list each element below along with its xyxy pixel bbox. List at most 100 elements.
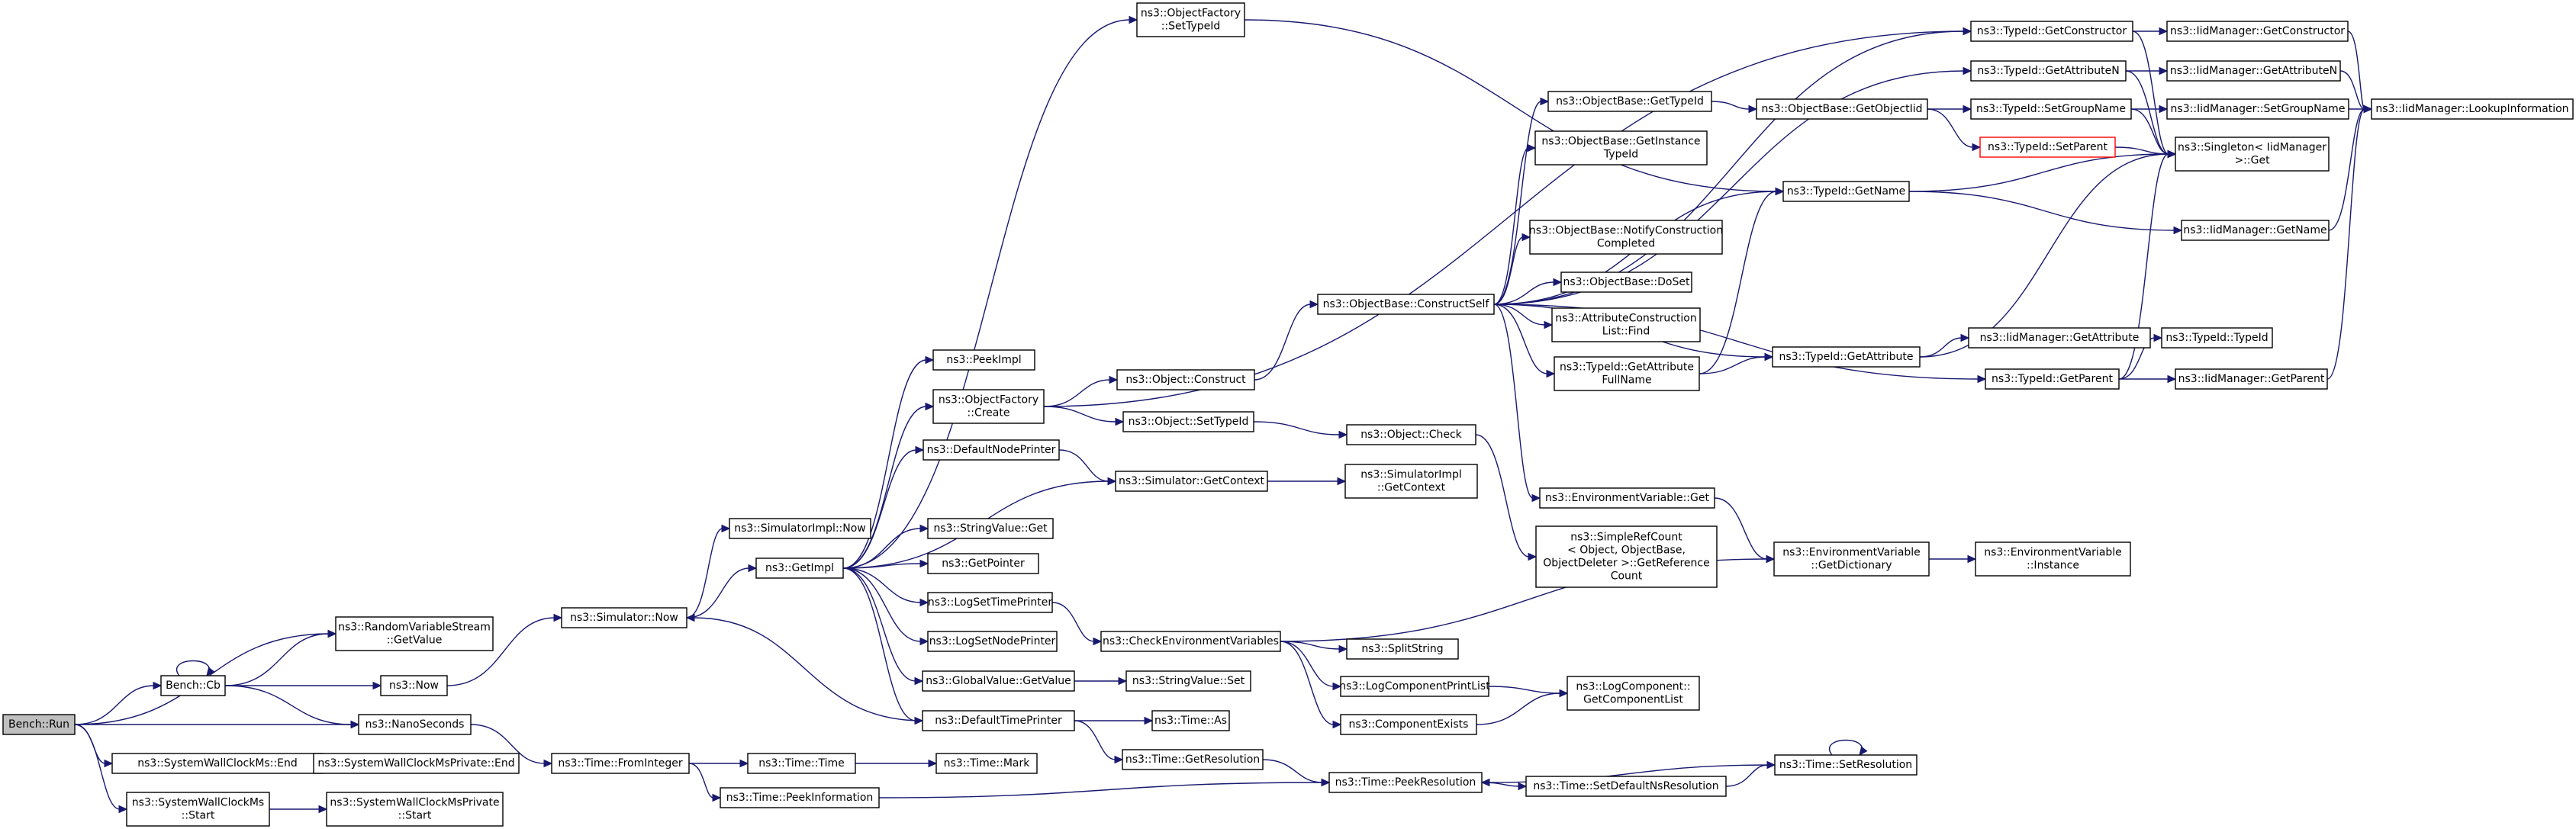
node-splitstring[interactable]: ns3::SplitString [1346, 638, 1459, 660]
node-box[interactable] [922, 710, 1075, 731]
node-box[interactable] [358, 714, 472, 735]
node-box[interactable] [1551, 307, 1701, 342]
node-envvar-getdict[interactable]: ns3::EnvironmentVariable::GetDictionary [1773, 541, 1930, 577]
node-box[interactable] [935, 753, 1038, 774]
node-sv-get[interactable]: ns3::StringValue::Get [927, 518, 1054, 539]
node-box[interactable] [1968, 327, 2151, 349]
node-box[interactable] [927, 631, 1058, 652]
node-rvs-getvalue[interactable]: ns3::RandomVariableStream::GetValue [335, 616, 494, 651]
node-checkenv[interactable]: ns3::CheckEnvironmentVariables [1100, 631, 1281, 652]
node-box[interactable] [1115, 471, 1268, 492]
node-box[interactable] [1970, 21, 2133, 42]
node-box[interactable] [1567, 676, 1700, 711]
node-ob-gettypeid[interactable]: ns3::ObjectBase::GetTypeId [1547, 91, 1712, 112]
node-logcomp-getlist[interactable]: ns3::LogComponent::GetComponentList [1567, 676, 1700, 711]
node-box[interactable] [729, 518, 871, 539]
node-box[interactable] [1122, 749, 1264, 770]
node-compexists[interactable]: ns3::ComponentExists [1340, 714, 1477, 735]
node-swcp-end[interactable]: ns3::SystemWallClockMsPrivate::End [313, 753, 520, 774]
node-of-create[interactable]: ns3::ObjectFactory::Create [932, 389, 1045, 424]
node-simplerefcount[interactable]: ns3::SimpleRefCount< Object, ObjectBase,… [1535, 525, 1718, 588]
node-nanoseconds[interactable]: ns3::NanoSeconds [358, 714, 472, 735]
node-obj-check[interactable]: ns3::Object::Check [1346, 424, 1476, 445]
node-box[interactable] [1122, 411, 1254, 432]
node-box[interactable] [932, 389, 1045, 424]
node-box[interactable] [2166, 98, 2349, 120]
node-box[interactable] [1782, 181, 1910, 202]
node-box[interactable] [1529, 220, 1723, 255]
node-box[interactable] [1774, 754, 1918, 776]
node-box[interactable] [1346, 424, 1476, 445]
node-tid-setgroupname[interactable]: ns3::TypeId::SetGroupName [1970, 98, 2132, 120]
node-box[interactable] [1340, 714, 1477, 735]
node-box[interactable] [1547, 91, 1712, 112]
node-box[interactable] [1970, 60, 2127, 82]
node-box[interactable] [720, 787, 880, 808]
node-iid-getparent[interactable]: ns3::IidManager::GetParent [2175, 368, 2328, 390]
node-box[interactable] [126, 792, 270, 827]
node-envvar-get[interactable]: ns3::EnvironmentVariable::Get [1539, 487, 1715, 509]
node-swc-end[interactable]: ns3::SystemWallClockMs::End [111, 753, 324, 774]
node-ob-getobjectiid[interactable]: ns3::ObjectBase::GetObjectIid [1756, 98, 1928, 120]
node-time-setdefnsres[interactable]: ns3::Time::SetDefaultNsResolution [1525, 776, 1727, 797]
node-tid-getattribute[interactable]: ns3::TypeId::GetAttribute [1772, 346, 1921, 368]
node-box[interactable] [755, 557, 844, 579]
node-box[interactable] [927, 553, 1039, 574]
node-tid-getattributen[interactable]: ns3::TypeId::GetAttributeN [1970, 60, 2127, 82]
node-box[interactable] [747, 753, 856, 774]
node-tid-getconstructor[interactable]: ns3::TypeId::GetConstructor [1970, 21, 2133, 42]
node-time-getres[interactable]: ns3::Time::GetResolution [1122, 749, 1264, 770]
node-gv-getvalue[interactable]: ns3::GlobalValue::GetValue [922, 670, 1075, 692]
node-box[interactable] [1554, 356, 1700, 391]
node-box[interactable] [551, 753, 690, 774]
node-now[interactable]: ns3::Now [380, 675, 448, 696]
node-logsettimeprinter[interactable]: ns3::LogSetTimePrinter [927, 592, 1053, 613]
node-obj-construct[interactable]: ns3::Object::Construct [1116, 369, 1255, 390]
node-box[interactable] [1317, 294, 1495, 315]
node-box[interactable] [1328, 772, 1483, 793]
node-box[interactable] [335, 616, 494, 651]
node-ob-doset[interactable]: ns3::ObjectBase::DoSet [1560, 272, 1692, 293]
node-box[interactable] [2166, 60, 2341, 82]
node-time-as[interactable]: ns3::Time::As [1151, 710, 1230, 731]
node-logsetnodeprinter[interactable]: ns3::LogSetNodePrinter [927, 631, 1058, 652]
node-box[interactable] [1539, 487, 1715, 509]
node-iid-getname[interactable]: ns3::IidManager::GetName [2181, 220, 2330, 241]
node-defnodeprinter[interactable]: ns3::DefaultNodePrinter [923, 439, 1060, 461]
node-of-settypeid[interactable]: ns3::ObjectFactory::SetTypeId [1136, 2, 1245, 37]
node-tid-getname[interactable]: ns3::TypeId::GetName [1782, 181, 1910, 202]
node-time-peekinfo[interactable]: ns3::Time::PeekInformation [720, 787, 880, 808]
node-time-fromint[interactable]: ns3::Time::FromInteger [551, 753, 690, 774]
node-getpointer[interactable]: ns3::GetPointer [927, 553, 1039, 574]
node-time-time[interactable]: ns3::Time::Time [747, 753, 856, 774]
node-box[interactable] [1340, 676, 1489, 697]
node-box[interactable] [561, 607, 687, 628]
node-swcp-start[interactable]: ns3::SystemWallClockMsPrivate::Start [326, 792, 504, 827]
node-envvar-instance[interactable]: ns3::EnvironmentVariable::Instance [1975, 541, 2131, 577]
node-iid-setgroupname[interactable]: ns3::IidManager::SetGroupName [2166, 98, 2349, 120]
node-tid-typeid[interactable]: ns3::TypeId::TypeId [2161, 327, 2273, 349]
node-box[interactable] [313, 753, 520, 774]
node-ob-notifyconstruction[interactable]: ns3::ObjectBase::NotifyConstructionCompl… [1529, 220, 1723, 255]
node-box[interactable] [1116, 369, 1255, 390]
node-box[interactable] [1756, 98, 1928, 120]
node-sim-now[interactable]: ns3::Simulator::Now [561, 607, 687, 628]
node-box[interactable] [1346, 638, 1459, 660]
node-bench-cb[interactable]: Bench::Cb [160, 675, 226, 696]
node-iid-getconstructor[interactable]: ns3::IidManager::GetConstructor [2166, 21, 2349, 42]
node-box[interactable] [932, 349, 1035, 371]
node-simimpl-now[interactable]: ns3::SimulatorImpl::Now [729, 518, 871, 539]
node-box[interactable] [1535, 525, 1718, 588]
node-time-mark[interactable]: ns3::Time::Mark [935, 753, 1038, 774]
node-time-peekres[interactable]: ns3::Time::PeekResolution [1328, 772, 1483, 793]
node-obj-settypeid[interactable]: ns3::Object::SetTypeId [1122, 411, 1254, 432]
node-box[interactable] [2, 714, 76, 735]
node-deftimeprinter[interactable]: ns3::DefaultTimePrinter [922, 710, 1075, 731]
node-tid-setparent[interactable]: ns3::TypeId::SetParent [1979, 137, 2116, 158]
node-box[interactable] [923, 439, 1060, 461]
node-box[interactable] [1125, 670, 1251, 692]
node-box[interactable] [1975, 541, 2131, 577]
